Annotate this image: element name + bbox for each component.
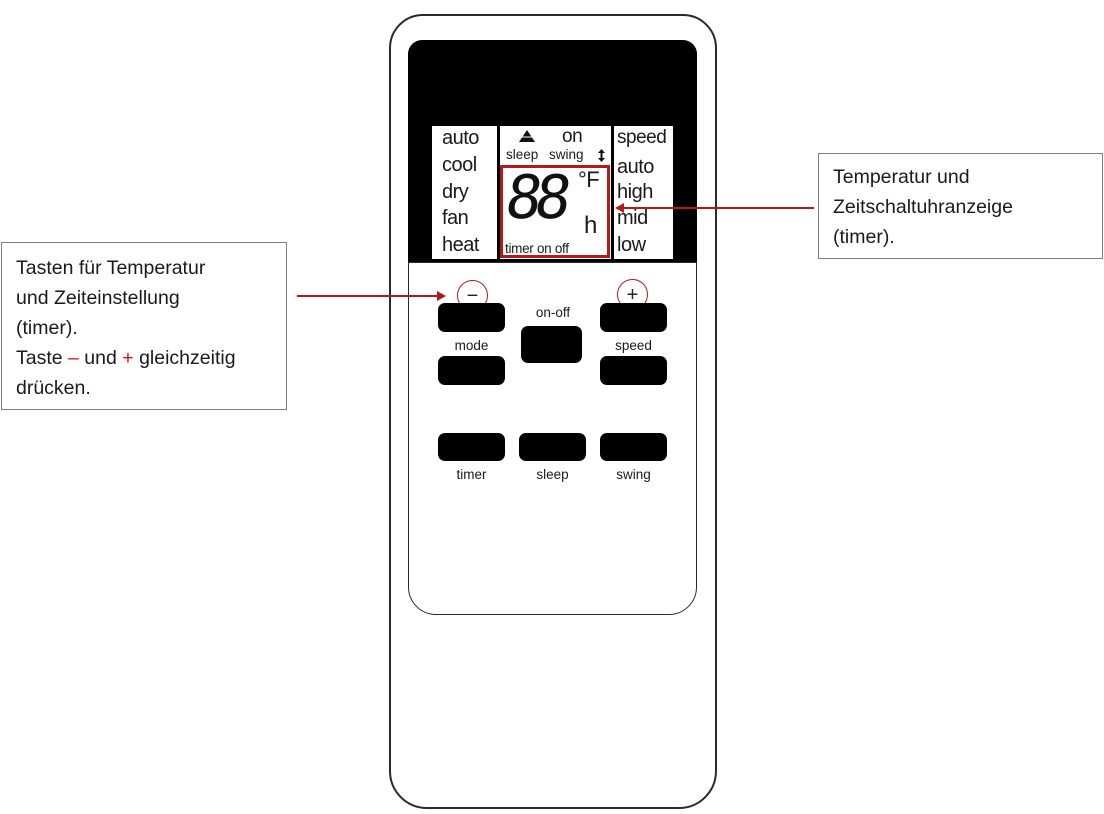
sleep-button[interactable] [519, 433, 586, 461]
arrow-right-head-icon [615, 203, 624, 213]
swing-label: swing [616, 467, 651, 482]
callout-left-line3: (timer). [16, 317, 78, 339]
lcd-center-panel: on sleep swing 88 °F h timer on off [500, 126, 611, 259]
plus-button[interactable] [600, 303, 667, 332]
sleep-triangle-icon [519, 130, 535, 142]
lcd-mode-heat: heat [442, 234, 479, 256]
lcd-speed-panel: speed auto high mid low [614, 126, 673, 259]
swing-button[interactable] [600, 433, 667, 461]
lcd-swing-label: swing [549, 147, 584, 162]
lcd-sleep-label: sleep [506, 147, 539, 162]
lcd-speed-title: speed [617, 127, 667, 148]
callout-left-line4-post: gleichzeitig [133, 347, 236, 369]
callout-left-line4-pre: Taste [16, 347, 69, 369]
arrow-left-line [297, 295, 437, 298]
timer-button[interactable] [438, 433, 505, 461]
callout-left-line1: Tasten für Temperatur [16, 257, 206, 279]
swing-arrow-icon [598, 149, 605, 162]
callout-left-line5: drücken. [16, 377, 91, 399]
lcd-mode-auto: auto [442, 127, 479, 149]
plus-icon: + [626, 283, 639, 306]
mode-label: mode [454, 338, 489, 353]
arrow-right-line [624, 207, 814, 210]
callout-buttons: Tasten für Temperatur und Zeiteinstellun… [1, 242, 287, 410]
lcd-speed-mid: mid [617, 207, 648, 229]
lcd-speed-low: low [617, 234, 646, 256]
timer-label: timer [456, 467, 487, 482]
lcd-timer-line: timer on off [505, 241, 569, 256]
on-off-label: on-off [535, 305, 571, 320]
callout-right-line1: Temperatur und [833, 166, 970, 188]
lcd-unit-hour: h [584, 212, 597, 239]
mode-button[interactable] [438, 356, 505, 385]
lcd-mode-fan: fan [442, 207, 469, 229]
lcd-mode-cool: cool [442, 154, 477, 176]
on-off-button[interactable] [521, 326, 582, 363]
minus-button[interactable] [438, 303, 505, 332]
lcd-mode-dry: dry [442, 181, 469, 203]
speed-label: speed [615, 338, 652, 353]
lcd-unit-temp: °F [578, 167, 600, 192]
callout-left-line4: Taste – und + gleichzeitig [16, 343, 286, 373]
lcd-speed-high: high [617, 181, 653, 203]
minus-icon: − [466, 284, 479, 307]
callout-left-minus: – [68, 347, 79, 369]
callout-left-plus: + [122, 347, 134, 369]
callout-right-line3: (timer). [833, 226, 895, 248]
callout-left-line2: und Zeiteinstellung [16, 287, 180, 309]
lcd-on-label: on [562, 126, 583, 147]
callout-right-line2: Zeitschaltuhranzeige [833, 196, 1013, 218]
display-highlight-box [500, 165, 610, 258]
arrow-left-head-icon [437, 291, 446, 301]
speed-button[interactable] [600, 356, 667, 385]
callout-left-line4-mid: und [78, 347, 123, 369]
callout-display: Temperatur und Zeitschaltuhranzeige (tim… [818, 153, 1103, 259]
lcd-mode-panel: auto cool dry fan heat [432, 126, 497, 259]
lcd-speed-auto: auto [617, 156, 654, 178]
sleep-label: sleep [536, 467, 569, 482]
